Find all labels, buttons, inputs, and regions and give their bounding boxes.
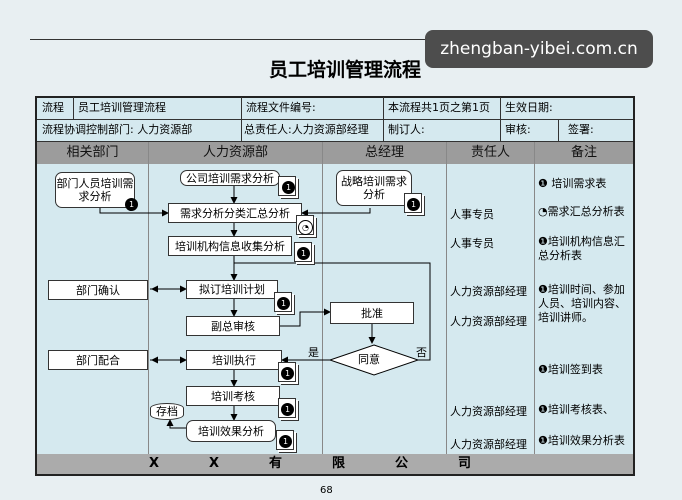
column-divider [322,142,323,454]
sign-label: 签署: [568,123,594,136]
flow-name: 员工培训管理流程 [78,101,166,114]
header-divider [73,97,74,119]
column-header-related-dept: 相关部门 [37,142,148,164]
doc-icon: 1 [281,403,294,416]
note-3: ❶培训机构信息汇总分析表 [538,235,625,262]
responsible-3: 人力资源部经理 [450,285,527,298]
column-header-notes: 备注 [535,142,633,164]
responsible-1: 人事专员 [450,208,494,221]
header-divider [500,97,501,141]
node-vp-review: 副总审核 [186,316,280,336]
clock-icon: ◔ [538,205,548,218]
review-label: 审核: [505,123,531,136]
node-dept-cooperate: 部门配合 [48,350,148,370]
header-divider [241,97,242,141]
note-6: ❶培训考核表、 [538,403,614,416]
note-5: ❶培训签到表 [538,363,603,376]
header-divider [383,97,384,141]
column-divider [534,142,535,454]
doc-icon: 1 [279,435,292,448]
column-divider [148,142,149,454]
note-bullet-icon: ❶ [538,363,548,376]
page-info: 本流程共1页之第1页 [388,101,490,114]
header-divider [558,119,559,141]
column-header-hr: 人力资源部 [149,142,322,164]
header-row-divider [37,119,633,120]
top-rule [30,39,640,40]
node-strategy-needs: 战略培训需求分析 [336,170,412,206]
node-agree: 同意 [358,353,380,366]
note-bullet-icon: ❶ [538,177,552,190]
node-execute: 培训执行 [186,350,282,370]
note-7: ❶培训效果分析表 [538,434,625,447]
doc-icon: 1 [277,297,290,310]
doc-icon: 1 [297,247,310,260]
doc-icon: 1 [125,198,138,211]
node-plan: 拟订培训计划 [186,280,278,299]
node-approve: 批准 [330,302,414,324]
note-2: ◔需求汇总分析表 [538,205,625,218]
node-institution: 培训机构信息收集分析 [168,236,292,256]
responsible-6: 人力资源部经理 [450,438,527,451]
note-4: ❶培训时间、参加人员、培训内容、培训讲师。 [538,283,626,324]
responsible-5: 人力资源部经理 [450,405,527,418]
note-1: ❶ 培训需求表 [538,177,607,190]
node-archive: 存档 [150,403,184,420]
control-dept: 流程协调控制部门: 人力资源部 [42,123,193,136]
node-dept-needs: 部门人员培训需求分析 [55,172,135,208]
node-classify: 需求分析分类汇总分析 [168,203,302,223]
column-divider [446,142,447,454]
column-header-responsible: 责任人 [447,142,534,164]
note-bullet-icon: ❶ [538,235,548,248]
node-company-needs: 公司培训需求分析 [180,170,280,186]
note-bullet-icon: ❶ [538,434,548,447]
flow-label: 流程 [42,101,64,114]
watermark: zhengban-yibei.com.cn [425,30,653,68]
header-bottom-divider [37,141,633,142]
page-number: 68 [320,485,333,496]
label-yes: 是 [308,346,319,359]
doc-icon: 1 [282,181,295,194]
node-effect: 培训效果分析 [186,420,276,442]
page-title: 员工培训管理流程 [268,59,421,81]
note-bullet-icon: ❶ [538,403,548,416]
node-assess: 培训考核 [186,386,280,406]
column-header-gm: 总经理 [323,142,446,164]
label-no: 否 [416,346,427,359]
doc-icon: 1 [407,198,420,211]
node-dept-confirm: 部门确认 [48,280,148,300]
responsible-2: 人事专员 [450,237,494,250]
responsible-4: 人力资源部经理 [450,315,527,328]
file-no-label: 流程文件编号: [246,101,316,114]
owner: 总责任人:人力资源部经理 [244,123,369,136]
clock-icon: ◔ [298,220,313,235]
company-footer: XX有限公司 [37,454,633,474]
doc-icon: 1 [281,367,294,380]
prepared-by-label: 制订人: [388,123,425,136]
note-bullet-icon: ❶ [538,283,548,296]
effective-date-label: 生效日期: [505,101,553,114]
